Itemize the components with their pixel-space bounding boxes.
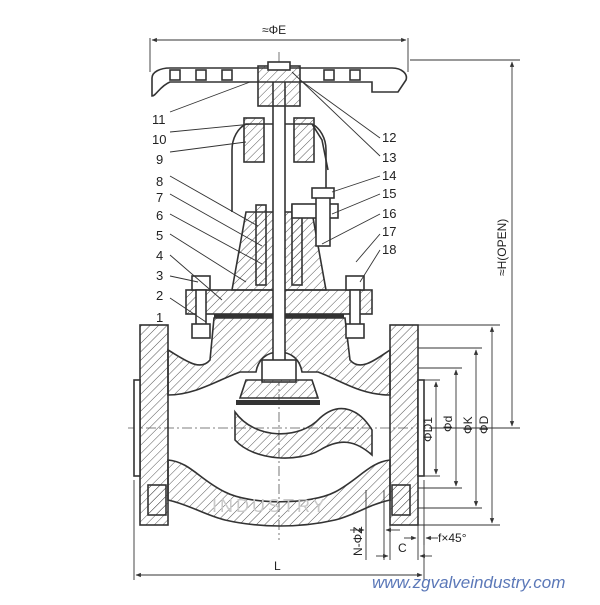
- right-bolt-nut-top: [345, 275, 365, 291]
- part-number-15: 15: [382, 186, 396, 201]
- part-number-13: 13: [382, 150, 396, 165]
- dim-phi-D: ΦD: [477, 415, 491, 434]
- part-callouts: 11 10 9 8 7 6 5 4 3 2 1 12 13 14 15 16 1…: [152, 71, 396, 325]
- dim-phi-d1: ΦD1: [421, 417, 435, 442]
- handwheel-hub: [257, 65, 301, 107]
- dimension-lines: ≈ΦE ≈H(OPEN) ΦD1 Φd ΦK ΦD N-ΦZ: [133, 23, 520, 580]
- gland-flange: [291, 203, 339, 219]
- dim-height-open: ≈H(OPEN): [495, 219, 509, 276]
- part-number-10: 10: [152, 132, 166, 147]
- dim-length: L: [274, 559, 281, 573]
- disc: [238, 379, 320, 399]
- right-bolt-nut-bottom: [345, 323, 365, 339]
- left-foot: [147, 484, 167, 516]
- handwheel: [151, 61, 408, 107]
- left-bolt-nut-bottom: [191, 323, 211, 339]
- body-seat-bridge: [234, 407, 373, 459]
- left-flange-face: [133, 379, 141, 477]
- bonnet-bolts: [191, 275, 365, 339]
- left-bolt-nut-top: [191, 275, 211, 291]
- hw-spoke-slot-2: [195, 69, 207, 81]
- part-number-5: 5: [156, 228, 163, 243]
- yoke-bush-right: [293, 117, 315, 163]
- part-number-2: 2: [156, 288, 163, 303]
- seat-ring: [236, 400, 320, 405]
- part-number-14: 14: [382, 168, 396, 183]
- disc-assembly: [236, 359, 320, 405]
- yoke-arm: [311, 123, 329, 171]
- hw-spoke-slot-5: [349, 69, 361, 81]
- dim-handwheel-dia: ≈ΦE: [262, 23, 286, 37]
- right-flange-face: [417, 379, 425, 477]
- watermark-industry: INDUSTRY: [212, 496, 328, 516]
- right-foot: [391, 484, 411, 516]
- part-number-4: 4: [156, 248, 163, 263]
- part-number-1: 1: [156, 310, 163, 325]
- dim-flange-thk: C: [398, 541, 407, 555]
- part-number-12: 12: [382, 130, 396, 145]
- part-number-3: 3: [156, 268, 163, 283]
- stem: [272, 65, 286, 373]
- body-lower-wall: [167, 459, 391, 527]
- part-number-18: 18: [382, 242, 396, 257]
- part-number-9: 9: [156, 152, 163, 167]
- dim-phi-d: Φd: [441, 416, 455, 432]
- hw-spoke-slot-1: [169, 69, 181, 81]
- part-number-11: 11: [152, 112, 166, 127]
- valve-body: [133, 317, 425, 527]
- website-watermark: www.zgvalveindustry.com: [372, 573, 565, 592]
- part-number-6: 6: [156, 208, 163, 223]
- dim-chamfer: f×45°: [438, 531, 467, 545]
- hw-spoke-slot-4: [323, 69, 335, 81]
- part-number-7: 7: [156, 190, 163, 205]
- handwheel-nut: [267, 61, 291, 71]
- hw-spoke-slot-3: [221, 69, 233, 81]
- gland-nut: [311, 187, 335, 199]
- dim-phi-k: ΦK: [461, 416, 475, 434]
- part-number-17: 17: [382, 224, 396, 239]
- yoke-bush-left: [243, 117, 265, 163]
- part-number-16: 16: [382, 206, 396, 221]
- part-number-8: 8: [156, 174, 163, 189]
- dim-bolt-holes: N-ΦZ: [351, 526, 365, 556]
- disc-nut: [261, 359, 297, 383]
